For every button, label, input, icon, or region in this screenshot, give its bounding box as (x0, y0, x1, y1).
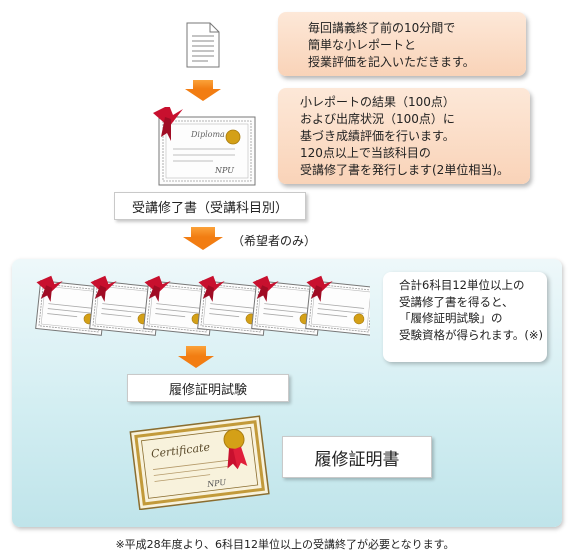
certificate-icon: Certificate NPU (118, 406, 278, 511)
document-icon (186, 22, 220, 68)
final-certificate-label: 履修証明書 (282, 436, 432, 478)
applicants-only-label: （希望者のみ） (232, 234, 317, 248)
note-line: 授業評価を記入いただきます。 (308, 55, 475, 69)
note-report-description: 毎回講義終了前の10分間で 簡単な小レポートと 授業評価を記入いただきます。 (278, 12, 526, 76)
course-certificate-label: 受講修了書（受講科目別） (114, 192, 306, 220)
footnote: ※平成28年度より、6科目12単位以上の受講終了が必要となります。 (115, 538, 455, 551)
note-line: および出席状況（100点）に (300, 112, 455, 126)
info-line: 「履修証明試験」の (399, 311, 503, 325)
note-line: 毎回講義終了前の10分間で (308, 21, 456, 35)
course-certificate-text: 受講修了書（受講科目別） (131, 200, 288, 216)
note-line: 120点以上で当該科目の (300, 146, 431, 160)
note-line: 受講修了書を発行します(2単位相当)。 (300, 163, 509, 177)
signature-text: NPU (214, 166, 234, 175)
info-line: 合計6科目12単位以上の (399, 278, 525, 292)
final-certificate-text: 履修証明書 (314, 449, 400, 470)
note-line: 基づき成績評価を行います。 (300, 129, 455, 143)
note-evaluation-description: 小レポートの結果（100点） および出席状況（100点）に 基づき成績評価を行い… (278, 88, 530, 184)
note-line: 小レポートの結果（100点） (300, 95, 455, 109)
eligibility-info-box: 合計6科目12単位以上の 受講修了書を得ると、 「履修証明試験」の 受験資格が得… (383, 272, 547, 362)
note-line: 簡単な小レポートと (308, 38, 417, 52)
certificate-signature: NPU (206, 478, 227, 489)
info-line: 受験資格が得られます。(※) (399, 327, 543, 342)
diploma-stack (30, 272, 378, 342)
exam-text: 履修証明試験 (168, 382, 247, 398)
diploma-stack-svg (31, 273, 378, 336)
info-line: 受講修了書を得ると、 (399, 294, 514, 309)
diploma-text: Diploma (190, 130, 225, 139)
exam-label: 履修証明試験 (127, 374, 289, 402)
diploma-icon: Diploma NPU (153, 105, 259, 189)
